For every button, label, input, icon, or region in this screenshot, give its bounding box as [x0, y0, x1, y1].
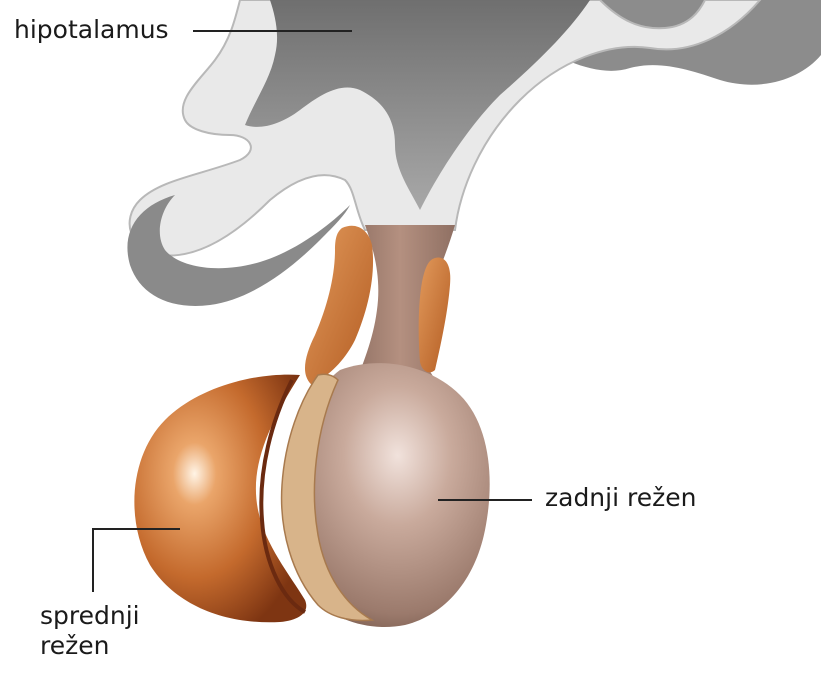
posterior-lobe-label: zadnji režen	[545, 483, 696, 513]
anterior-lobe-label-line2: režen	[40, 631, 140, 661]
hypothalamus-label: hipotalamus	[14, 15, 169, 45]
anterior-lobe-label-line1: sprednji	[40, 601, 140, 631]
anterior-lobe-label: sprednji režen	[40, 601, 140, 661]
pars-tuberalis-front	[305, 226, 373, 385]
